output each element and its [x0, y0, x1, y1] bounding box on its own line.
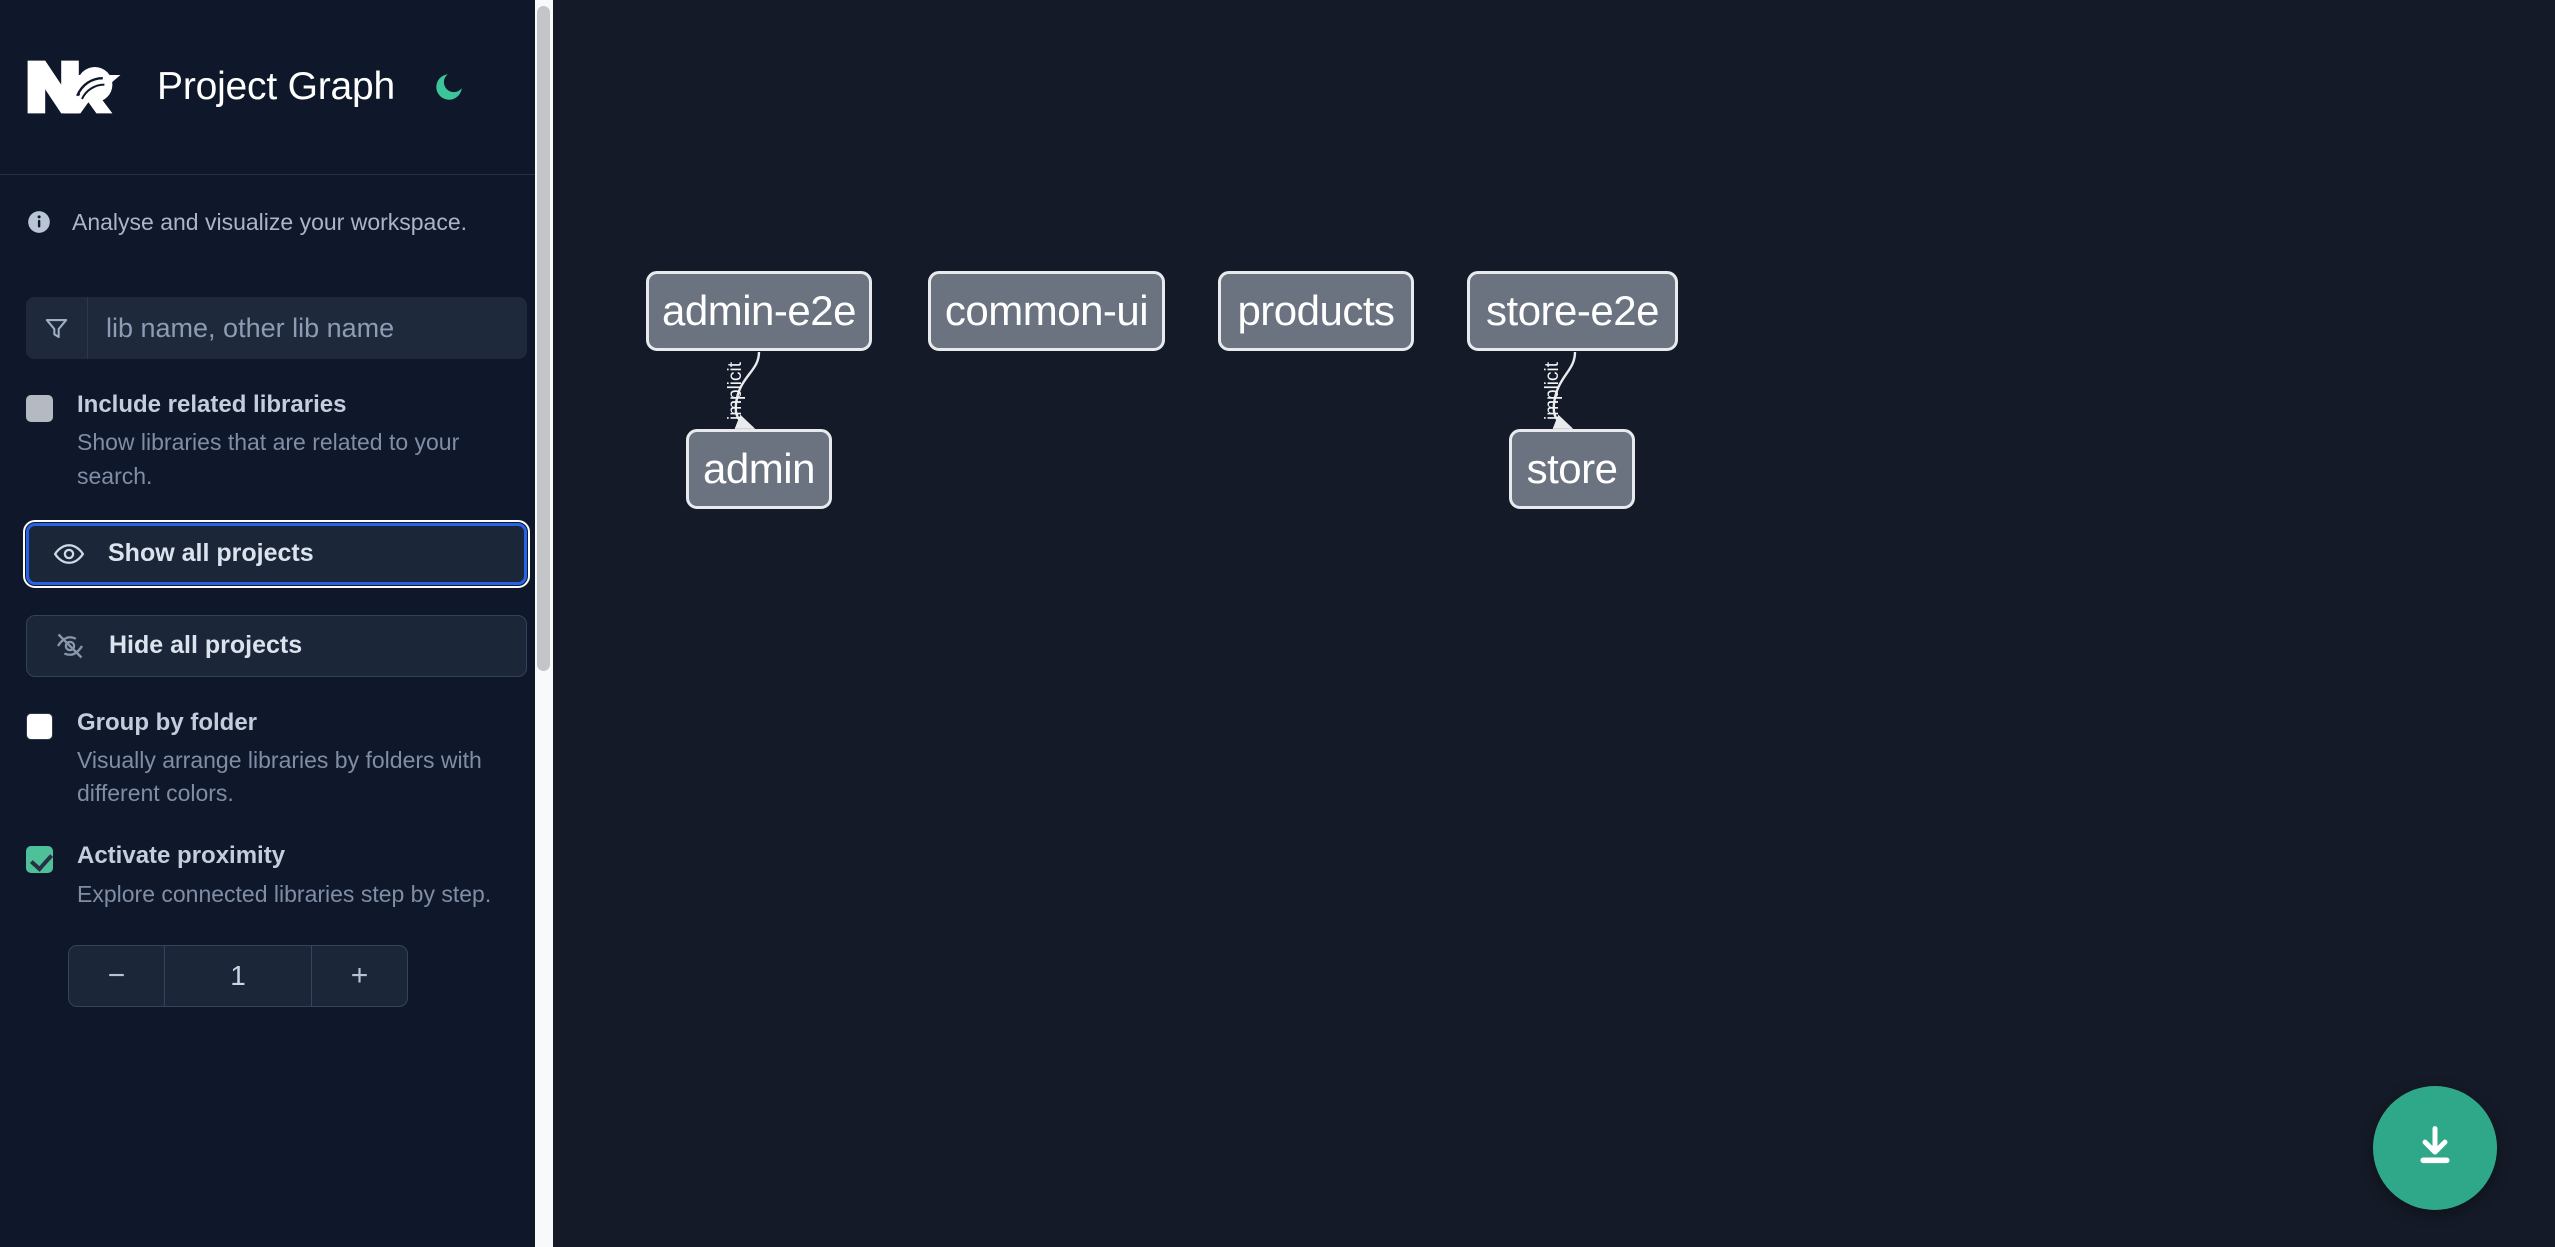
- workspace-info: Analyse and visualize your workspace.: [26, 175, 527, 269]
- search-field[interactable]: [26, 297, 527, 359]
- group-by-folder-label: Group by folder: [77, 708, 257, 736]
- graph-node-admin-e2e[interactable]: admin-e2e: [646, 271, 872, 351]
- option-include-related-libraries[interactable]: Include related libraries Show libraries…: [26, 389, 527, 493]
- option-group-by-folder[interactable]: Group by folder Visually arrange librari…: [26, 707, 527, 811]
- nx-logo-icon: [26, 57, 122, 117]
- page-title: Project Graph: [157, 65, 396, 108]
- proximity-decrement-button[interactable]: −: [69, 945, 165, 1006]
- search-input[interactable]: [88, 297, 527, 359]
- graph-node-store[interactable]: store: [1509, 429, 1635, 509]
- graph-node-common-ui[interactable]: common-ui: [928, 271, 1165, 351]
- include-related-libraries-checkbox[interactable]: [26, 395, 53, 422]
- info-icon: [26, 209, 52, 235]
- activate-proximity-label: Activate proximity: [77, 842, 286, 870]
- group-by-folder-checkbox[interactable]: [26, 712, 53, 740]
- activate-proximity-checkbox[interactable]: [26, 846, 53, 874]
- edge-label-store: implicit: [1542, 361, 1564, 421]
- sidebar-scrollbar-thumb[interactable]: [537, 6, 550, 671]
- show-all-projects-button[interactable]: Show all projects: [23, 519, 530, 588]
- option-activate-proximity[interactable]: Activate proximity Explore connected lib…: [26, 840, 527, 911]
- graph-node-store-e2e[interactable]: store-e2e: [1467, 271, 1678, 351]
- graph-node-admin[interactable]: admin: [686, 429, 832, 509]
- hide-all-projects-button[interactable]: Hide all projects: [26, 614, 527, 677]
- sidebar: Project Graph Analyse and visualize your…: [0, 0, 553, 1247]
- sidebar-scrollbar[interactable]: [535, 0, 553, 1247]
- edge-store-e2e-store: [1552, 351, 1577, 430]
- proximity-value: 1: [230, 959, 246, 991]
- moon-icon[interactable]: [429, 67, 469, 107]
- download-icon: [2409, 1120, 2461, 1177]
- download-graph-button[interactable]: [2373, 1086, 2497, 1210]
- include-related-libraries-desc: Show libraries that are related to your …: [77, 429, 460, 489]
- sidebar-header: Project Graph: [0, 0, 553, 175]
- proximity-increment-button[interactable]: +: [311, 945, 407, 1006]
- activate-proximity-desc: Explore connected libraries step by step…: [77, 880, 492, 907]
- graph-canvas[interactable]: implicit implicit admin-e2e common-ui pr…: [553, 0, 2555, 1247]
- eye-off-icon: [53, 629, 87, 663]
- graph-node-products[interactable]: products: [1218, 271, 1414, 351]
- workspace-info-text: Analyse and visualize your workspace.: [72, 208, 468, 235]
- sidebar-body: Analyse and visualize your workspace. In…: [0, 175, 553, 1007]
- graph-edges: [734, 351, 1577, 430]
- filter-icon: [26, 297, 88, 359]
- edge-label-admin: implicit: [725, 361, 747, 421]
- group-by-folder-desc: Visually arrange libraries by folders wi…: [77, 747, 482, 807]
- hide-all-projects-label: Hide all projects: [109, 631, 303, 660]
- proximity-stepper[interactable]: − 1 +: [68, 944, 408, 1007]
- include-related-libraries-label: Include related libraries: [77, 391, 347, 418]
- eye-icon: [52, 537, 86, 571]
- show-all-projects-label: Show all projects: [108, 539, 314, 568]
- edge-admin-e2e-admin: [734, 351, 761, 430]
